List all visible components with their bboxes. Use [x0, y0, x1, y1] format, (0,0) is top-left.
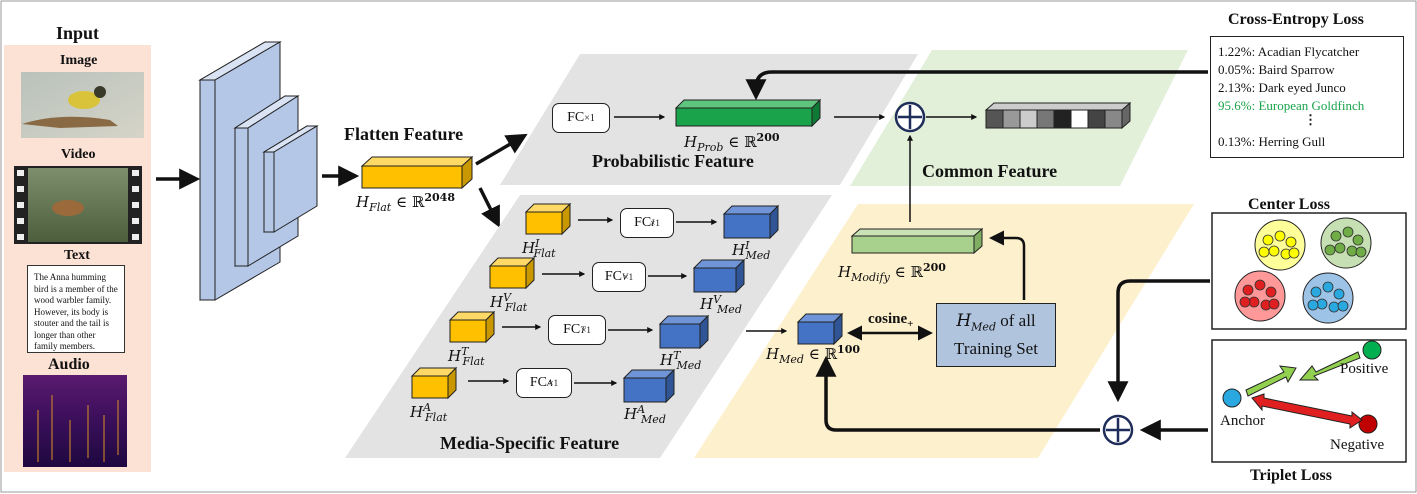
flatten-formula: HFlat ∈ ℝ2048 — [356, 191, 455, 214]
bird-body — [68, 91, 100, 109]
ce-row: 1.22%: Acadian Flycatcher — [1218, 44, 1360, 59]
negative-label: Negative — [1330, 437, 1385, 453]
flatten-feature-block — [360, 155, 474, 190]
center-loss-title: Center Loss — [1248, 196, 1330, 213]
media-row-audio — [410, 366, 676, 404]
media-title: Media-Specific Feature — [440, 433, 620, 453]
row-image-flat: HIFlat — [522, 237, 556, 260]
media-row-video — [488, 256, 746, 294]
loss-to-med-arrow — [815, 355, 1100, 432]
common-title: Common Feature — [922, 161, 1058, 181]
text-sample: The Anna humming bird is a member of the… — [27, 265, 125, 353]
prob-title: Probabilistic Feature — [592, 151, 754, 171]
media-row-text — [448, 310, 710, 350]
ce-loss-arrow — [745, 70, 1208, 101]
modify-formula: HModify ∈ ℝ200 — [838, 261, 946, 284]
triplet-arrows — [1245, 351, 1363, 429]
med-formula: HMed ∈ ℝ100 — [766, 343, 861, 366]
triplet-loss-title: Triplet Loss — [1250, 467, 1332, 484]
ce-title: Cross-Entropy Loss — [1228, 11, 1364, 28]
video-bird — [52, 200, 84, 216]
bird-head — [94, 86, 106, 98]
positive-label: Positive — [1340, 361, 1389, 377]
spectrogram-streaks — [37, 395, 119, 462]
ce-row: 0.05%: Baird Sparrow — [1218, 62, 1335, 77]
input-title: Input — [56, 23, 100, 43]
ce-row: 2.13%: Dark eyed Junco — [1218, 80, 1346, 95]
row-image-med: HIMed — [732, 239, 771, 262]
modify-feature-block — [850, 227, 984, 255]
center-loss-arrow — [1107, 279, 1210, 403]
triplet-points — [1222, 340, 1382, 434]
cosine-label: cosine+ — [868, 311, 914, 330]
ce-row-highlight: 95.6%: European Goldfinch — [1218, 98, 1365, 113]
med-feature-block — [796, 312, 844, 346]
prob-feature-block — [674, 98, 822, 128]
flatten-to-media-arrow — [478, 187, 500, 228]
training-to-modify-arrow — [989, 230, 1026, 300]
cnn-layer-3 — [262, 125, 319, 233]
audio-label: Audio — [48, 356, 90, 373]
row-audio-flat: HAFlat — [410, 401, 448, 424]
center-clusters — [1234, 217, 1372, 324]
ce-ellipsis: ⋮ — [1304, 112, 1317, 127]
anchor-label: Anchor — [1220, 413, 1265, 429]
row-video-flat: HVFlat — [490, 291, 528, 314]
row-text-med: HTMed — [660, 349, 702, 372]
branch-shape — [22, 116, 118, 128]
training-set-box: HMed of all Training Set — [936, 303, 1056, 367]
prob-formula: HProb ∈ ℝ200 — [684, 131, 780, 154]
sum-circle-top — [894, 101, 926, 133]
ce-row: 0.13%: Herring Gull — [1218, 134, 1326, 149]
media-row-image — [524, 202, 780, 240]
prob-fc-box: FC×1 — [552, 103, 610, 133]
audio-spectrogram — [23, 375, 127, 467]
flatten-title: Flatten Feature — [344, 124, 464, 144]
row-text-flat: HTFlat — [448, 345, 485, 368]
film-holes — [17, 170, 139, 240]
row-video-med: HVMed — [700, 293, 742, 316]
video-label: Video — [61, 147, 96, 162]
sum-circle-bottom — [1102, 414, 1134, 446]
text-label: Text — [64, 248, 90, 263]
image-label: Image — [60, 53, 98, 68]
common-feature-vector — [984, 101, 1132, 130]
flatten-to-prob-arrow — [475, 133, 528, 166]
triplet-loss-box — [1211, 339, 1407, 463]
row-audio-med: HAMed — [624, 403, 666, 426]
ce-box: 1.22%: Acadian Flycatcher 0.05%: Baird S… — [1210, 36, 1404, 158]
